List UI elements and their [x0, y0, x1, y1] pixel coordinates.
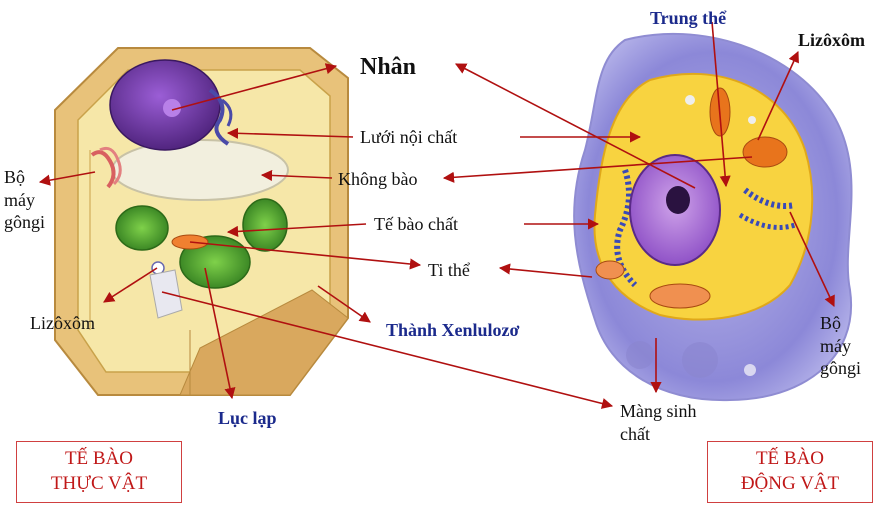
label-nucleus: Nhân: [360, 54, 417, 80]
arrow-nucleus-animal: [455, 63, 696, 189]
arrow-nucleus-plant: [171, 63, 338, 111]
label-animal-lysosome: Lizôxôm: [798, 30, 865, 50]
arrow-er-plant: [226, 127, 354, 139]
title-plant-cell: TẾ BÀO THỰC VẬT: [16, 441, 182, 503]
label-cell-wall: Thành Xenlulozơ: [386, 320, 520, 340]
arrow-golgi-plant: [38, 171, 96, 186]
label-plant-golgi: Bộ máy gôngi: [4, 167, 46, 232]
label-animal-golgi: Bộ máy gôngi: [820, 313, 862, 378]
plant-cell-illustration: [54, 47, 349, 396]
label-centrosome: Trung thể: [650, 8, 727, 28]
arrow-vacuole-plant: [260, 169, 333, 182]
arrow-cytoplasm-plant: [226, 223, 367, 238]
animal-cell-illustration: [573, 32, 853, 402]
label-mitochondria: Ti thể: [428, 260, 470, 280]
arrow-mito-plant: [189, 241, 422, 270]
label-membrane: Màng sinh chất: [620, 401, 697, 445]
plant-chloroplast: [179, 235, 251, 289]
arrow-membrane-plant: [161, 291, 614, 409]
arrow-lysosome-plant: [103, 267, 158, 303]
title-animal-cell: TẾ BÀO ĐỘNG VẬT: [707, 441, 873, 503]
arrow-chloroplast: [204, 267, 236, 400]
label-er: Lưới nội chất: [360, 127, 458, 147]
animal-lysosome: [742, 136, 788, 168]
label-plant-lysosome: Lizôxôm: [30, 313, 95, 333]
plant-vacuole: [111, 139, 289, 201]
label-cytoplasm: Tế bào chất: [374, 214, 458, 234]
arrow-cellwall: [317, 285, 371, 323]
label-chloroplast: Lục lạp: [218, 408, 277, 428]
arrow-mito-animal: [498, 263, 593, 278]
arrow-golgi-animal: [789, 211, 835, 308]
arrow-vacuole-animal: [442, 156, 753, 183]
arrow-lysosome-animal: [757, 50, 799, 141]
label-vacuole: Không bào: [338, 169, 418, 189]
pointer-arrows: [38, 21, 835, 409]
arrow-centrosome: [711, 21, 731, 188]
